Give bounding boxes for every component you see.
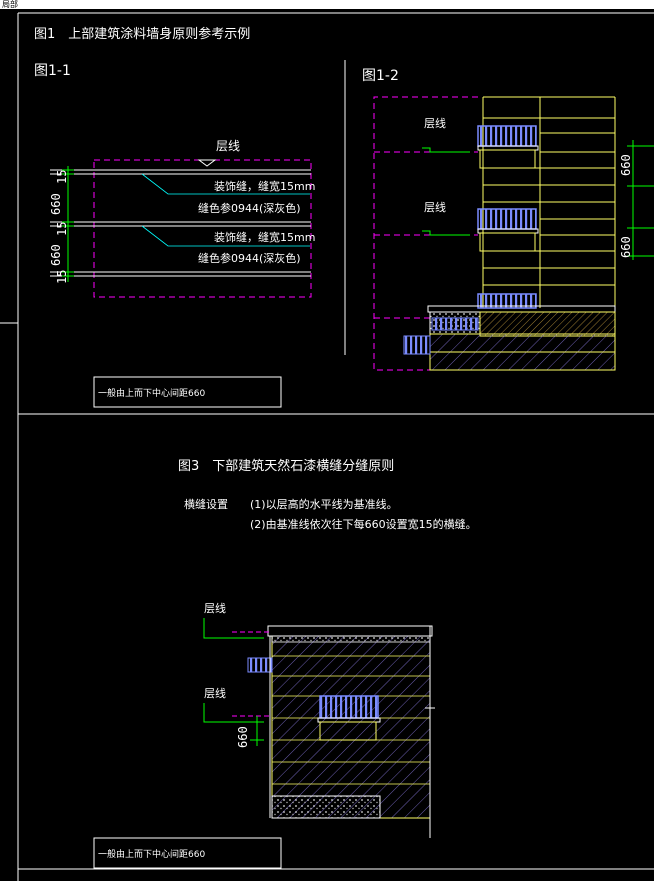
figure-1-2-boundary xyxy=(373,96,478,371)
figure-3: 图3 下部建筑天然石漆横缝分缝原则 横缝设置 (1)以层高的水平线为基准线。 (… xyxy=(93,458,477,869)
joint-lines xyxy=(50,169,311,277)
floor-level-marker xyxy=(197,159,217,167)
dim-15-bottom: 15 xyxy=(55,270,69,284)
figure-1-1-boundary xyxy=(93,159,312,298)
joint-note-1: 装饰缝，缝宽15mm xyxy=(214,179,315,193)
drawing-frame xyxy=(0,12,654,881)
fig3-floor-line-label-2: 层线 xyxy=(204,686,226,700)
figure-3-rule-2: (2)由基准线依次往下每660设置宽15的横缝。 xyxy=(250,517,477,531)
figure-3-rule-1: (1)以层高的水平线为基准线。 xyxy=(250,497,398,511)
podium-base xyxy=(403,305,616,371)
fig3-spacing-note-text: 一般由上而下中心间距660 xyxy=(98,848,205,860)
dimension-texts-1-1: 15 660 15 660 15 xyxy=(49,170,69,284)
balcony-3 xyxy=(477,293,537,309)
fig3-dim-660: 660 xyxy=(236,726,250,748)
figure-1-title: 图1 上部建筑涂料墙身原则参考示例 xyxy=(34,26,250,42)
dim-660-upper: 660 xyxy=(619,154,633,176)
dim-15-top: 15 xyxy=(55,170,69,184)
joint-note-2: 缝色参0944(深灰色) xyxy=(198,201,301,215)
figure-1-1: 图1-1 层线 15 xyxy=(34,63,315,408)
floor-line-label: 层线 xyxy=(216,139,240,153)
stone-elevation xyxy=(247,625,435,838)
dimension-lines-1-2 xyxy=(627,140,654,260)
balcony-2 xyxy=(477,208,539,252)
dim-660-a: 660 xyxy=(49,193,63,215)
window-title-bar: 局部 xyxy=(0,0,654,9)
dimension-lines-1-1 xyxy=(62,166,74,282)
figure-3-rule-label: 横缝设置 xyxy=(184,497,228,511)
dimension-texts-1-2: 660 660 xyxy=(619,154,633,258)
spacing-note-text: 一般由上而下中心间距660 xyxy=(98,387,205,399)
joint-note-4: 缝色参0944(深灰色) xyxy=(198,251,301,265)
facade-upper xyxy=(482,96,616,308)
figure-1-2: 图1-2 xyxy=(362,68,654,371)
floor-line-label-2: 层线 xyxy=(424,200,446,214)
floor-line-markers-3: 层线 层线 xyxy=(203,601,272,723)
fig3-floor-line-label-1: 层线 xyxy=(204,601,226,615)
figure-1-1-label: 图1-1 xyxy=(34,63,71,79)
figure-1-2-label: 图1-2 xyxy=(362,68,399,84)
note-leaders xyxy=(141,173,310,247)
floor-line-markers-1-2: 层线 层线 xyxy=(422,116,470,236)
spacing-note-box xyxy=(93,376,282,408)
fig3-spacing-note-box xyxy=(93,837,282,869)
figure-3-title: 图3 下部建筑天然石漆横缝分缝原则 xyxy=(178,458,394,474)
dim-15-mid: 15 xyxy=(55,222,69,236)
dim-660-b: 660 xyxy=(49,244,63,266)
window-title: 局部 xyxy=(2,0,18,9)
joint-note-3: 装饰缝，缝宽15mm xyxy=(214,230,315,244)
joint-notes: 装饰缝，缝宽15mm 缝色参0944(深灰色) 装饰缝，缝宽15mm 缝色参09… xyxy=(198,179,315,265)
dimension-lines-3 xyxy=(250,716,264,746)
dim-660-lower: 660 xyxy=(619,236,633,258)
floor-line-label-1: 层线 xyxy=(424,116,446,130)
balcony-1 xyxy=(477,125,539,169)
